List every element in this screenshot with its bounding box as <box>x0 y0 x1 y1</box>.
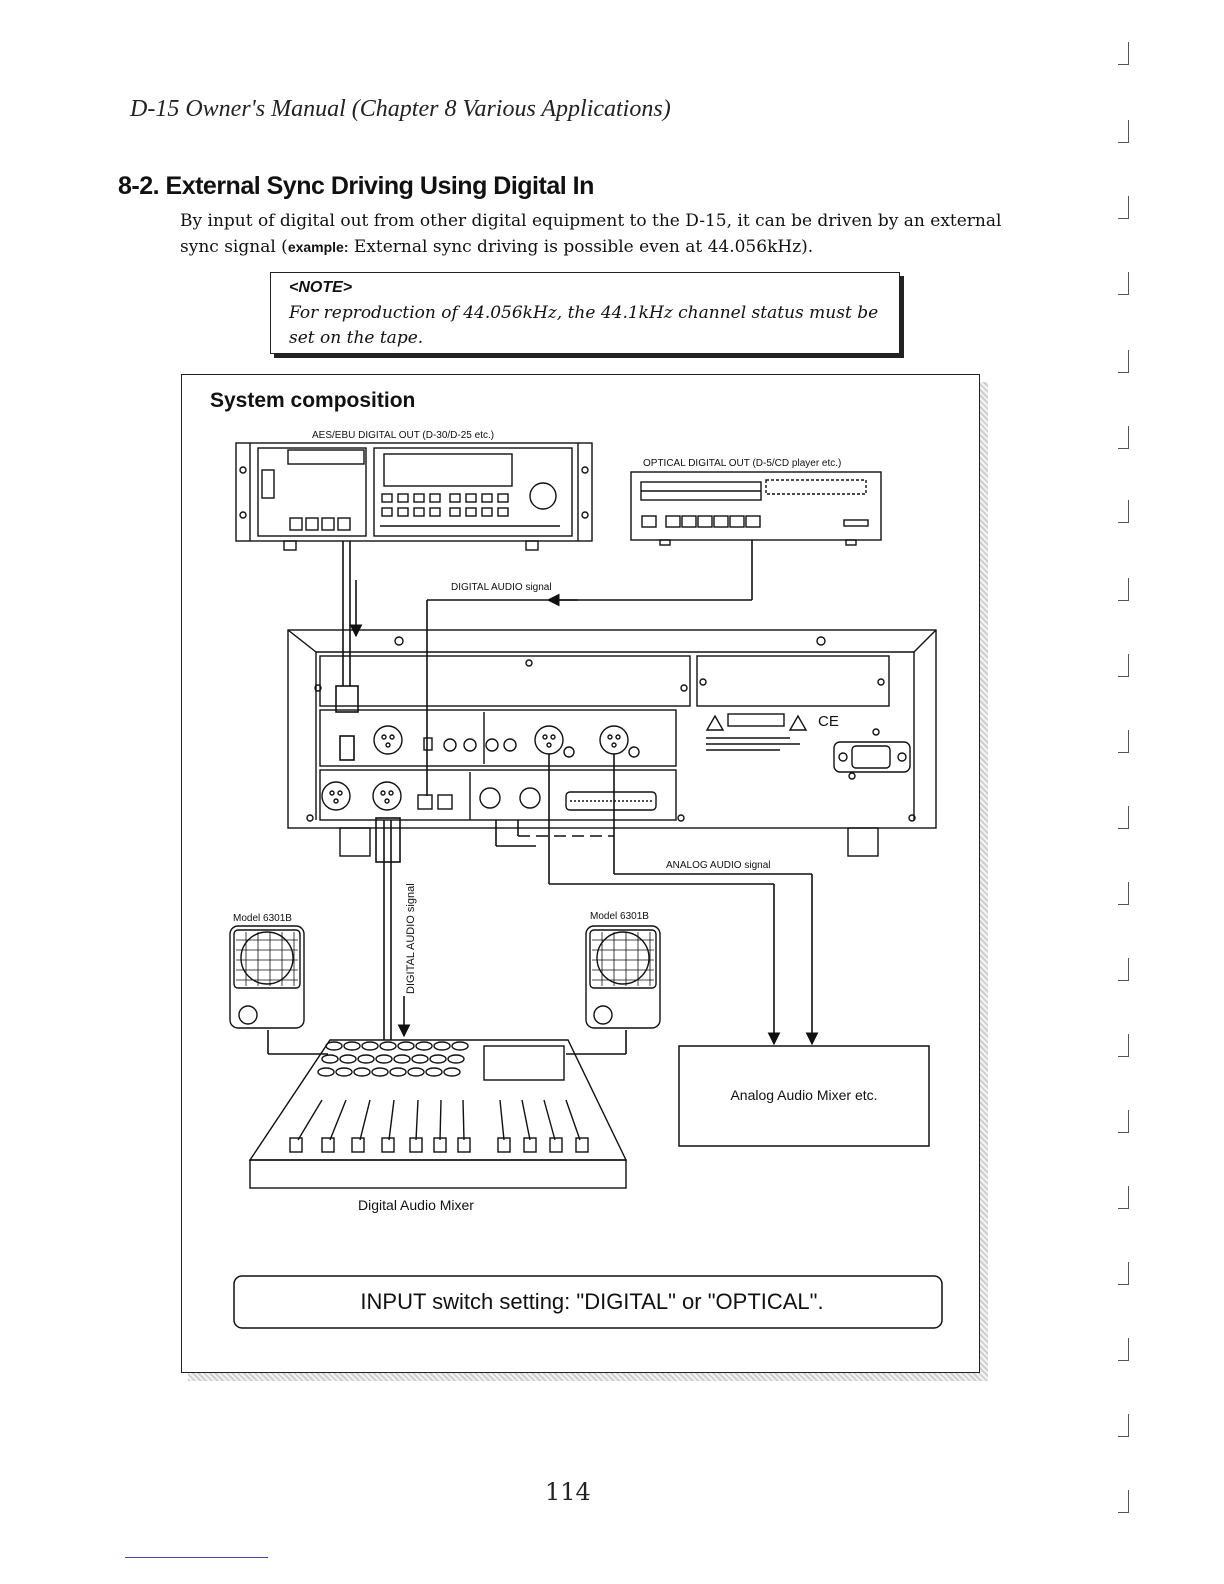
cd-player-optical: OPTICAL DIGITAL OUT (D-5/CD player etc.) <box>630 458 882 546</box>
binding-mark <box>1118 882 1129 905</box>
figure-shadow-right <box>979 382 988 1380</box>
binding-mark <box>1118 1338 1129 1361</box>
analog-mixer-label: Analog Audio Mixer etc. <box>730 1087 877 1103</box>
binding-mark <box>1118 1414 1129 1437</box>
signal-lines <box>267 540 819 1055</box>
figure-title: System composition <box>210 389 415 412</box>
optical-label: OPTICAL DIGITAL OUT (D-5/CD player etc.) <box>643 458 841 469</box>
page-number: 114 <box>545 1478 591 1506</box>
binding-mark <box>1118 120 1129 143</box>
binding-mark <box>1118 272 1129 295</box>
speaker-left <box>229 925 305 1029</box>
binding-mark <box>1118 196 1129 219</box>
binding-mark <box>1118 806 1129 829</box>
svg-text:CE: CE <box>818 713 839 730</box>
footer-rule <box>125 1557 268 1558</box>
aes-label: AES/EBU DIGITAL OUT (D-30/D-25 etc.) <box>312 430 494 441</box>
figure-shadow-bottom <box>188 1372 988 1381</box>
binding-mark <box>1118 578 1129 601</box>
dat-recorder-aes: AES/EBU DIGITAL OUT (D-30/D-25 etc.) <box>235 430 593 551</box>
input-setting-text: INPUT switch setting: "DIGITAL" or "OPTI… <box>360 1289 823 1314</box>
binding-mark <box>1118 426 1129 449</box>
note-text: For reproduction of 44.056kHz, the 44.1k… <box>289 303 879 348</box>
note-title: <NOTE> <box>289 279 353 296</box>
input-setting-box <box>233 1275 943 1329</box>
binding-mark <box>1118 42 1129 65</box>
digital-signal-label: DIGITAL AUDIO signal <box>451 582 552 593</box>
binding-mark <box>1118 1110 1129 1133</box>
analog-mixer-box <box>678 1045 930 1147</box>
section-title: 8-2. External Sync Driving Using Digital… <box>118 172 594 200</box>
speaker-left-label: Model 6301B <box>233 913 292 924</box>
intro-bold: example: <box>287 239 349 255</box>
d15-rear-panel: CE <box>287 629 937 857</box>
binding-mark <box>1118 654 1129 677</box>
mixer-knobs <box>317 1041 469 1077</box>
binding-mark <box>1118 500 1129 523</box>
binding-mark <box>1118 958 1129 981</box>
binding-mark <box>1118 1186 1129 1209</box>
deck-buttons <box>261 469 560 531</box>
digital-signal-vertical-label: DIGITAL AUDIO signal <box>405 883 417 994</box>
binding-mark <box>1118 1262 1129 1285</box>
speaker-right-label: Model 6301B <box>590 911 649 922</box>
analog-signal-label: ANALOG AUDIO signal <box>666 860 770 871</box>
intro-text-b: External sync driving is possible even a… <box>348 237 814 257</box>
digital-mixer-label: Digital Audio Mixer <box>358 1197 474 1213</box>
binding-mark <box>1118 1490 1129 1513</box>
binding-mark <box>1118 1034 1129 1057</box>
intro-paragraph: By input of digital out from other digit… <box>180 208 1030 260</box>
note-box: <NOTE> For reproduction of 44.056kHz, th… <box>270 272 900 354</box>
binding-mark <box>1118 350 1129 373</box>
mixer-faders <box>289 1099 589 1153</box>
digital-mixer <box>248 1039 628 1189</box>
intro-text-a: By input of digital out from other digit… <box>180 211 1002 257</box>
speaker-right <box>585 925 661 1029</box>
running-head: D-15 Owner's Manual (Chapter 8 Various A… <box>130 96 671 122</box>
binding-mark <box>1118 730 1129 753</box>
